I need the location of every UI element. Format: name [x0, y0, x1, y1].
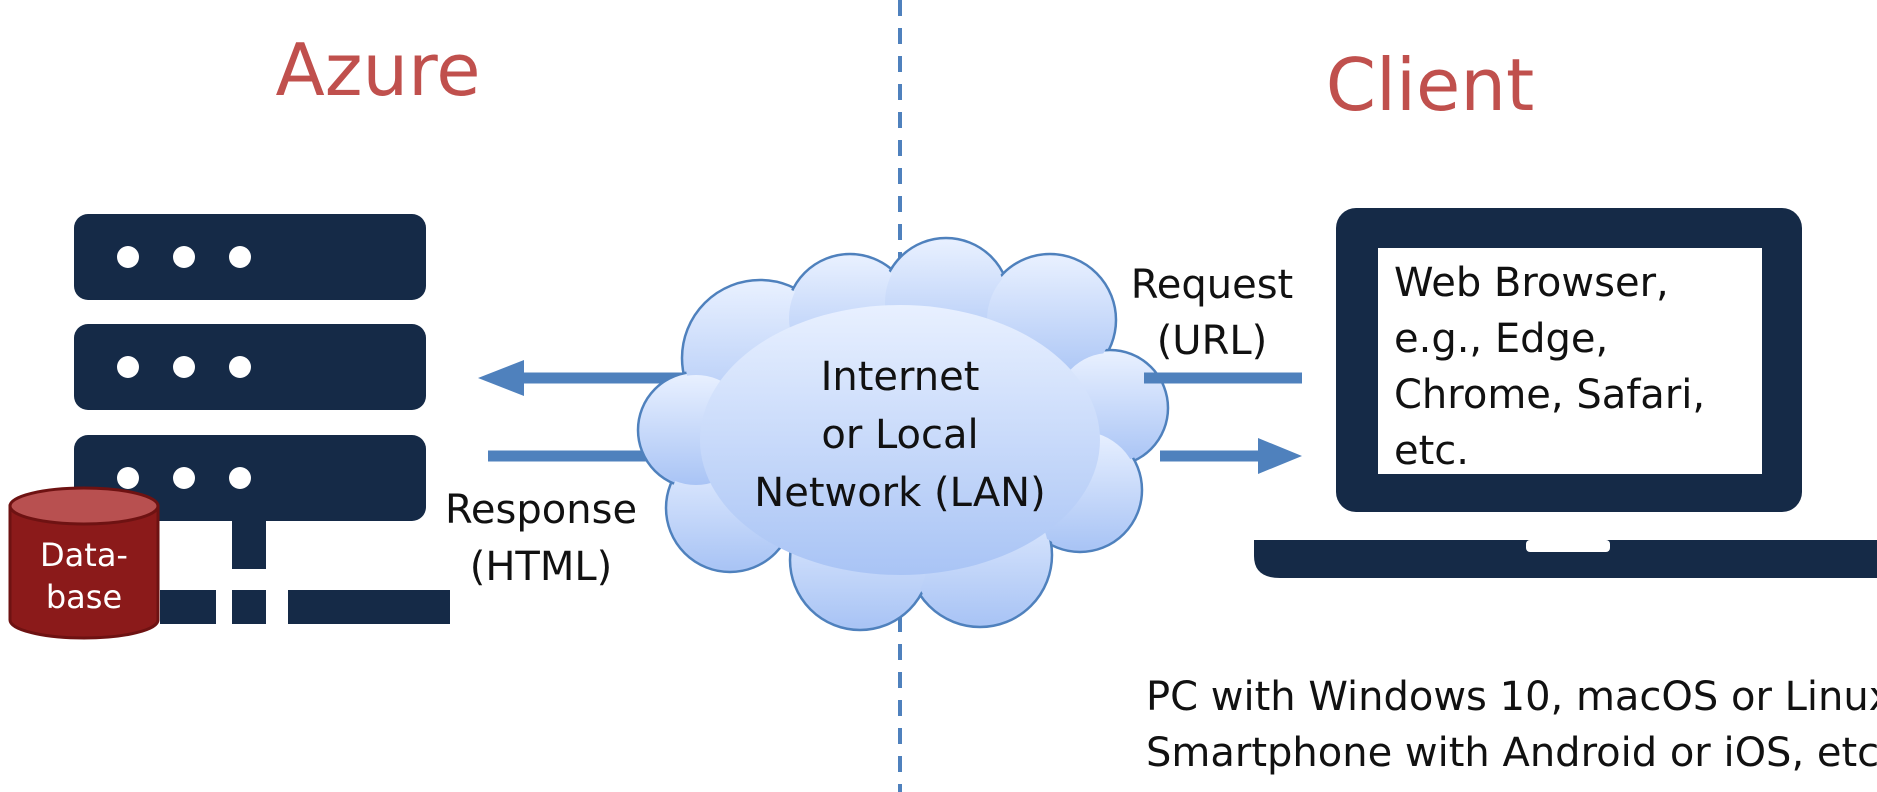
screen-line-4: etc. [1394, 428, 1469, 474]
client-title: Client [1326, 43, 1534, 127]
request-label-line2: (URL) [1157, 318, 1268, 364]
database-label-line2: base [46, 578, 122, 616]
network-label-line3: Network (LAN) [754, 470, 1045, 516]
screen-line-1: Web Browser, [1394, 260, 1669, 306]
response-arrow [478, 360, 688, 396]
database-label-line1: Data- [40, 536, 128, 574]
response-label-line1: Response [445, 487, 637, 533]
request-label-line1: Request [1131, 262, 1293, 308]
response-label-line2: (HTML) [470, 544, 613, 590]
laptop-icon [1254, 208, 1877, 578]
azure-title: Azure [276, 28, 481, 112]
request-arrow [1160, 438, 1302, 474]
client-footer-line1: PC with Windows 10, macOS or Linux [1146, 674, 1877, 720]
screen-line-3: Chrome, Safari, [1394, 372, 1705, 418]
network-label-line2: or Local [821, 412, 978, 458]
client-footer-line2: Smartphone with Android or iOS, etc. [1146, 730, 1877, 776]
laptop-screen [1378, 248, 1762, 474]
screen-line-2: e.g., Edge, [1394, 316, 1608, 362]
server-rack-icon [74, 214, 450, 624]
cloud-icon [636, 236, 1170, 632]
database-cylinder-icon: Data- base [8, 486, 160, 640]
network-label-line1: Internet [821, 354, 980, 400]
